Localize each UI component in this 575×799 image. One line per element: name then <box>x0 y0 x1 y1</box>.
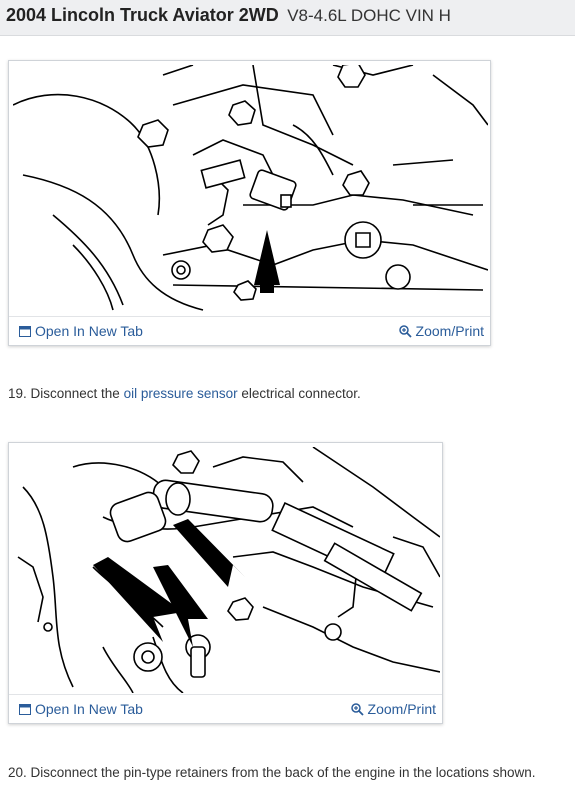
zoom-print-label: Zoom/Print <box>367 701 436 717</box>
page-header: 2004 Lincoln Truck Aviator 2WD V8-4.6L D… <box>0 0 575 36</box>
oil-pressure-sensor-diagram[interactable] <box>13 65 488 315</box>
step-19: 19. Disconnect the oil pressure sensor e… <box>8 386 361 401</box>
open-in-new-tab-link[interactable]: Open In New Tab <box>19 701 143 717</box>
pin-type-retainers-diagram[interactable] <box>13 447 440 693</box>
zoom-print-link[interactable]: Zoom/Print <box>350 701 436 717</box>
figure-toolbar: Open In New Tab Zoom/Print <box>9 694 442 723</box>
zoom-icon <box>398 324 412 338</box>
zoom-print-label: Zoom/Print <box>415 323 484 339</box>
figure-oil-pressure-sensor: Open In New Tab Zoom/Print <box>8 60 491 346</box>
step-20: 20. Disconnect the pin-type retainers fr… <box>8 765 536 780</box>
open-in-new-tab-link[interactable]: Open In New Tab <box>19 323 143 339</box>
zoom-print-link[interactable]: Zoom/Print <box>398 323 484 339</box>
open-tab-icon <box>19 325 31 337</box>
open-in-new-tab-label: Open In New Tab <box>35 701 143 717</box>
zoom-icon <box>350 702 364 716</box>
open-tab-icon <box>19 703 31 715</box>
vehicle-title: 2004 Lincoln Truck Aviator 2WD <box>6 5 279 25</box>
figure-pin-type-retainers: Open In New Tab Zoom/Print <box>8 442 443 724</box>
figure-toolbar: Open In New Tab Zoom/Print <box>9 316 490 345</box>
engine-subtitle: V8-4.6L DOHC VIN H <box>287 6 451 25</box>
open-in-new-tab-label: Open In New Tab <box>35 323 143 339</box>
oil-pressure-sensor-link[interactable]: oil pressure sensor <box>123 386 238 401</box>
